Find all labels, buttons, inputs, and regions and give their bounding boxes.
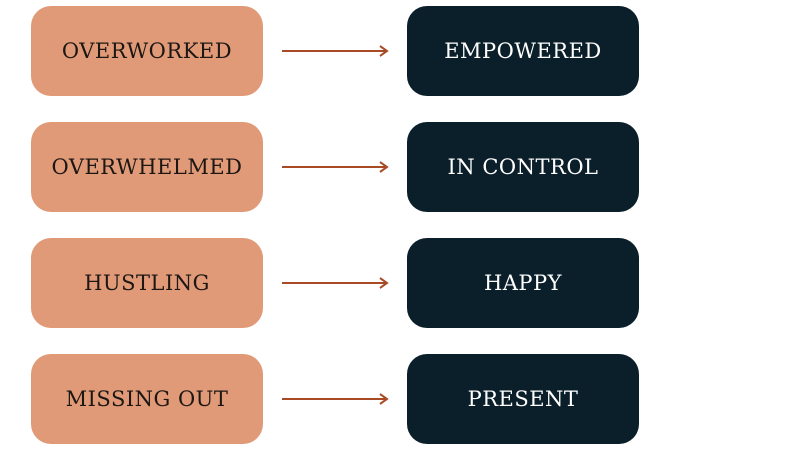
arrow-right-icon xyxy=(282,161,389,173)
to-state-box: IN CONTROL xyxy=(407,122,639,212)
from-state-box: OVERWORKED xyxy=(31,6,263,96)
from-state-box: OVERWHELMED xyxy=(31,122,263,212)
transformation-row: OVERWORKED EMPOWERED xyxy=(0,6,800,96)
to-state-box: HAPPY xyxy=(407,238,639,328)
arrow-right-icon xyxy=(282,393,389,405)
transformation-row: MISSING OUT PRESENT xyxy=(0,354,800,444)
from-state-box: MISSING OUT xyxy=(31,354,263,444)
to-state-box: EMPOWERED xyxy=(407,6,639,96)
from-state-box: HUSTLING xyxy=(31,238,263,328)
transformation-row: OVERWHELMED IN CONTROL xyxy=(0,122,800,212)
transformation-row: HUSTLING HAPPY xyxy=(0,238,800,328)
arrow-right-icon xyxy=(282,277,389,289)
to-state-box: PRESENT xyxy=(407,354,639,444)
arrow-right-icon xyxy=(282,45,389,57)
